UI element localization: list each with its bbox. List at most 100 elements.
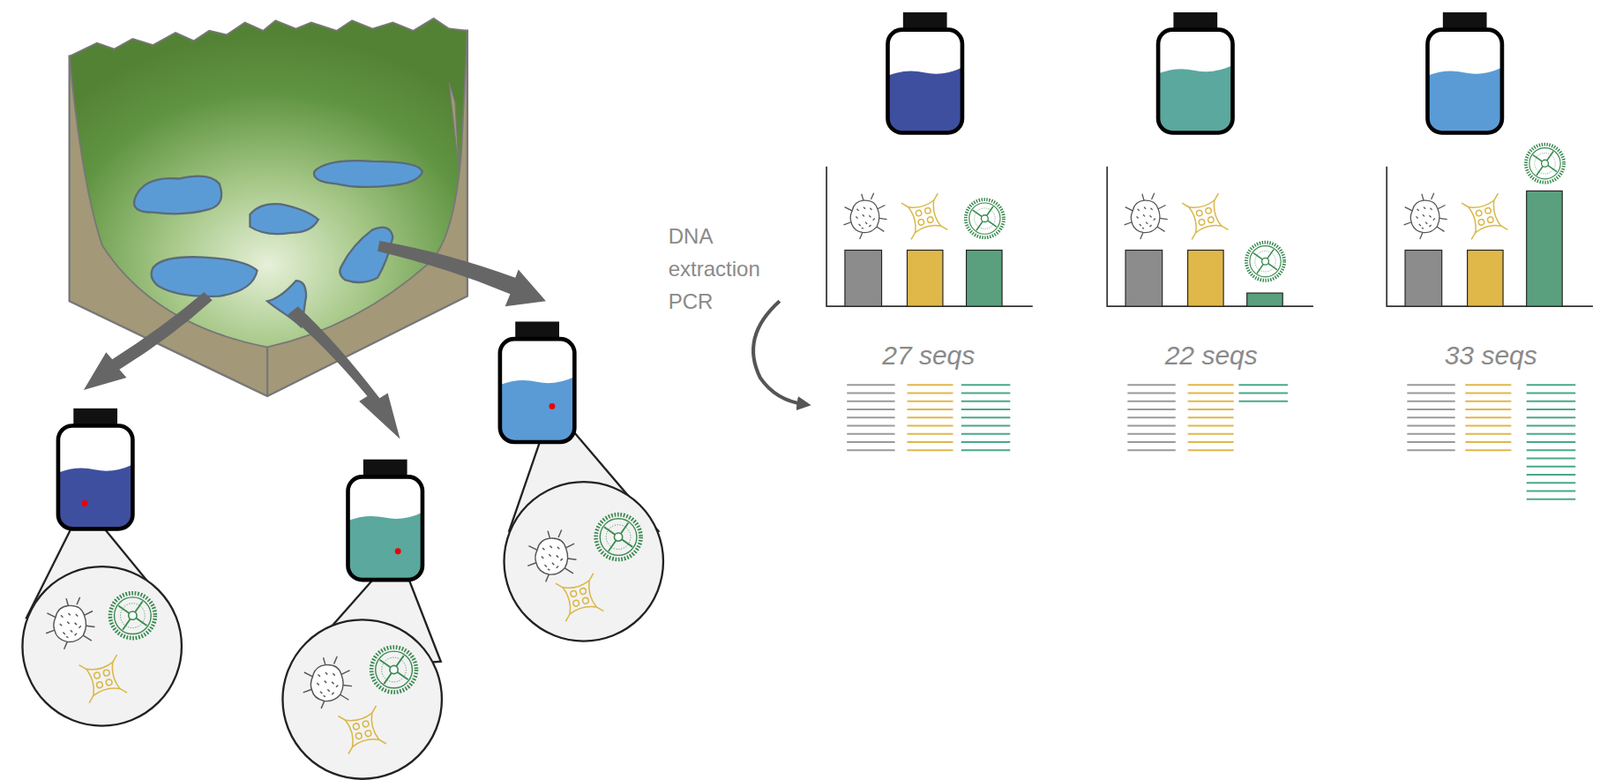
sequence-read <box>1188 408 1234 411</box>
sequence-read <box>1526 433 1577 435</box>
sequence-read <box>1406 433 1455 435</box>
sequence-read <box>961 383 1011 386</box>
sequence-read <box>1526 489 1577 492</box>
sequence-read <box>961 416 1011 419</box>
sequence-read <box>1526 481 1577 484</box>
sequence-read <box>1127 391 1175 394</box>
sequence-read <box>1406 441 1455 443</box>
sequence-read <box>1526 383 1577 386</box>
sequence-read <box>906 448 953 451</box>
sequence-read <box>906 391 953 394</box>
sequence-read <box>1526 424 1577 427</box>
sequence-read <box>846 448 895 451</box>
sequence-read <box>1526 416 1577 419</box>
sequence-read <box>1465 383 1511 386</box>
sequence-read <box>1127 400 1175 403</box>
sequence-read <box>1465 408 1511 411</box>
sequence-read <box>1406 400 1455 403</box>
sequence-read <box>961 448 1011 451</box>
sample-bottle <box>500 321 575 442</box>
sequence-read <box>961 441 1011 443</box>
sequence-read <box>1127 433 1175 435</box>
sampling-arrows <box>83 240 546 439</box>
sequence-read <box>1465 391 1511 394</box>
sequence-read <box>846 383 895 386</box>
sample-bottle <box>58 408 133 530</box>
sequence-read <box>1526 456 1577 459</box>
sequence-read <box>1465 416 1511 419</box>
bar-chart <box>1386 142 1593 307</box>
sample-bottle <box>1158 12 1233 134</box>
sequence-read <box>906 416 953 419</box>
sequence-read <box>961 433 1011 435</box>
process-arrow <box>753 300 805 404</box>
sequence-read <box>1465 424 1511 427</box>
sequence-count: 22 seqs <box>1165 339 1258 372</box>
sequence-read <box>1406 424 1455 427</box>
sequence-read <box>1188 416 1234 419</box>
sequence-read <box>961 408 1011 411</box>
sequence-count: 33 seqs <box>1444 339 1538 372</box>
sequence-read <box>961 424 1011 427</box>
zoom-callouts <box>22 406 664 779</box>
sequence-read <box>1526 465 1577 468</box>
sequence-read <box>1406 448 1455 451</box>
sequence-read <box>1526 473 1577 476</box>
sequence-read <box>1127 416 1175 419</box>
sequence-read <box>906 424 953 427</box>
landscape-block <box>69 18 468 397</box>
sequence-read <box>1188 424 1234 427</box>
sequence-read <box>906 441 953 443</box>
sequence-read <box>846 441 895 443</box>
sequence-read <box>1406 391 1455 394</box>
sequence-read <box>1406 408 1455 411</box>
sequence-read <box>1188 400 1234 403</box>
sequence-read <box>1188 391 1234 394</box>
bar-chart <box>1106 166 1314 307</box>
zoomed-organisms <box>45 512 643 754</box>
sequence-read <box>1188 448 1234 451</box>
sequence-read <box>1465 400 1511 403</box>
sequence-read <box>1127 448 1175 451</box>
sequence-read <box>846 408 895 411</box>
sequence-read <box>846 424 895 427</box>
sequence-read <box>1526 408 1577 411</box>
sequence-read <box>1526 448 1577 451</box>
sequence-read <box>846 400 895 403</box>
sequence-read <box>906 400 953 403</box>
sequence-read <box>1238 383 1288 386</box>
sequence-read <box>1238 400 1288 403</box>
sample-bottle <box>347 459 422 581</box>
sequence-read <box>846 391 895 394</box>
sequence-read <box>1465 441 1511 443</box>
process-label: DNA extraction PCR <box>668 219 784 319</box>
sequence-read <box>1188 441 1234 443</box>
sequence-read <box>1406 416 1455 419</box>
sequence-read <box>1465 433 1511 435</box>
sequence-count: 27 seqs <box>882 339 975 372</box>
sequence-read <box>1465 448 1511 451</box>
sequence-read <box>906 408 953 411</box>
sequence-read <box>1406 383 1455 386</box>
sequence-read <box>1238 391 1288 394</box>
sequence-read <box>846 433 895 435</box>
sequence-read <box>1526 441 1577 443</box>
sample-bottle <box>1427 12 1502 134</box>
sequence-read <box>961 400 1011 403</box>
sequence-read <box>1127 424 1175 427</box>
sequence-read <box>1188 383 1234 386</box>
sequence-read <box>1526 400 1577 403</box>
sequence-reads <box>846 384 1576 500</box>
sample-bottle <box>887 12 962 134</box>
sequence-read <box>906 383 953 386</box>
sequence-read <box>1127 383 1175 386</box>
bar-chart <box>826 166 1033 307</box>
sequence-read <box>1526 391 1577 394</box>
sequence-read <box>1127 441 1175 443</box>
sequence-read <box>1526 498 1577 501</box>
sequence-read <box>846 416 895 419</box>
